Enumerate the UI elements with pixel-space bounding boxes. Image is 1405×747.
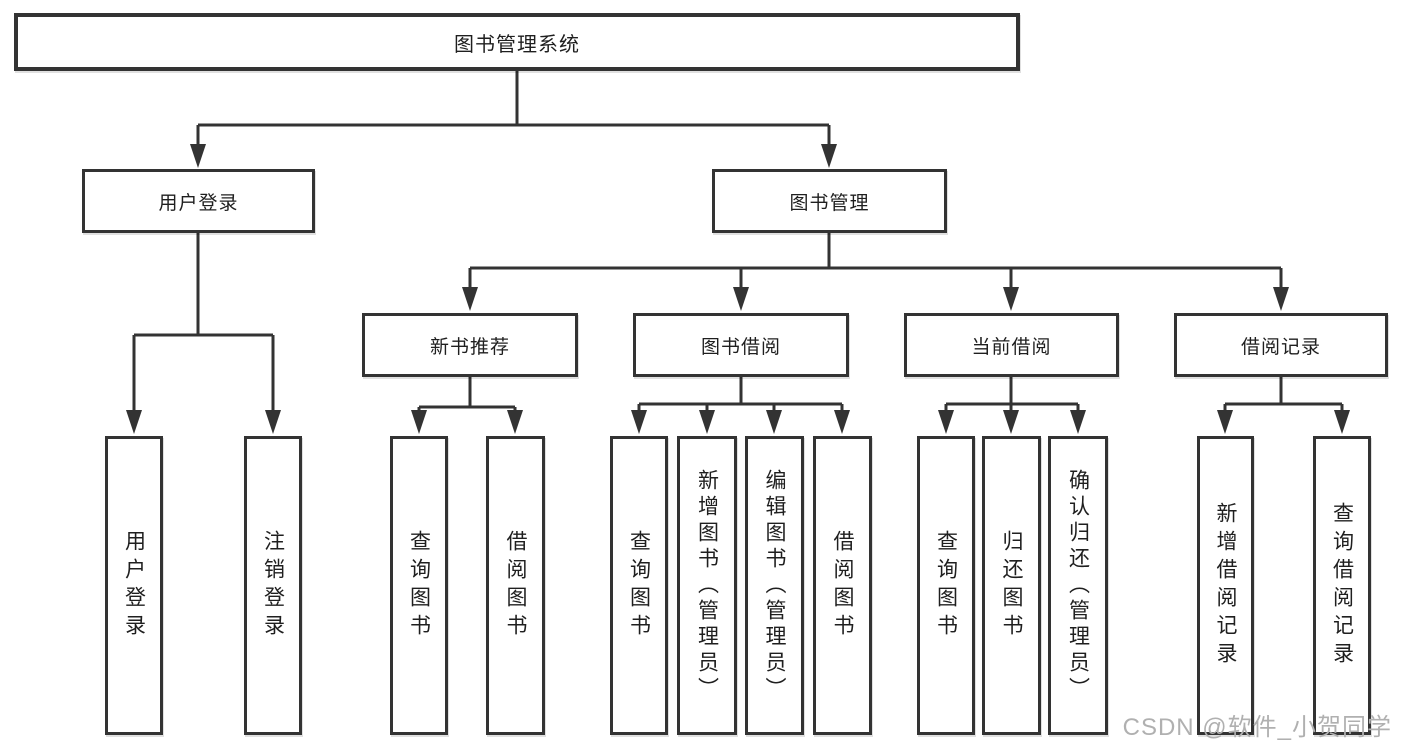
leaf-return-books: 归还图书	[982, 436, 1041, 735]
arrow-icon	[462, 287, 478, 311]
arrow-icon	[821, 144, 837, 168]
leaf-edit-books-admin: 编辑图书（管理员）	[745, 436, 804, 735]
arrow-icon	[1003, 287, 1019, 311]
leaf-borrow-books: 借阅图书	[813, 436, 872, 735]
leaf-query-borrow-record: 查询借阅记录	[1313, 436, 1371, 735]
arrow-icon	[507, 410, 523, 434]
edge-bookborrow-to-leaves	[637, 377, 844, 414]
leaf-add-books-admin: 新增图书（管理员）	[677, 436, 737, 735]
node-borrow-records: 借阅记录	[1174, 313, 1388, 377]
arrow-icon	[411, 410, 427, 434]
leaf-query-books-current: 查询图书	[917, 436, 975, 735]
csdn-watermark: CSDN @软件_小贺同学	[1122, 714, 1392, 741]
leaf-borrow-books-recommend: 借阅图书	[486, 436, 545, 735]
node-user-login: 用户登录	[82, 169, 315, 233]
edge-userlogin-to-leaves	[132, 233, 275, 414]
node-book-management: 图书管理	[712, 169, 947, 233]
arrow-icon	[1003, 410, 1019, 434]
leaf-query-books-borrow: 查询图书	[610, 436, 668, 735]
node-root-library-management-system: 图书管理系统	[14, 13, 1020, 71]
leaf-add-borrow-record: 新增借阅记录	[1197, 436, 1254, 735]
edge-records-to-leaves	[1223, 377, 1344, 414]
arrow-icon	[126, 410, 142, 434]
arrow-icon	[1273, 287, 1289, 311]
arrow-icon	[733, 287, 749, 311]
edge-newbook-to-leaves	[417, 377, 517, 414]
arrow-icon	[190, 144, 206, 168]
node-current-borrow: 当前借阅	[904, 313, 1119, 377]
leaf-user-login: 用户登录	[105, 436, 163, 735]
leaf-confirm-return-admin: 确认归还（管理员）	[1048, 436, 1108, 735]
node-new-book-recommend: 新书推荐	[362, 313, 578, 377]
arrow-icon	[1070, 410, 1086, 434]
leaf-logout: 注销登录	[244, 436, 302, 735]
edge-currentborrow-to-leaves	[944, 377, 1080, 414]
leaf-query-books-recommend: 查询图书	[390, 436, 448, 735]
arrow-icon	[631, 410, 647, 434]
arrow-icon	[265, 410, 281, 434]
edge-root-to-level2	[196, 71, 831, 148]
arrow-icon	[766, 410, 782, 434]
arrow-icon	[1334, 410, 1350, 434]
arrow-icon	[938, 410, 954, 434]
arrow-icon	[834, 410, 850, 434]
node-book-borrow: 图书借阅	[633, 313, 849, 377]
arrow-icon	[1217, 410, 1233, 434]
arrow-icon	[699, 410, 715, 434]
edge-bookmgmt-to-level3	[468, 233, 1283, 291]
